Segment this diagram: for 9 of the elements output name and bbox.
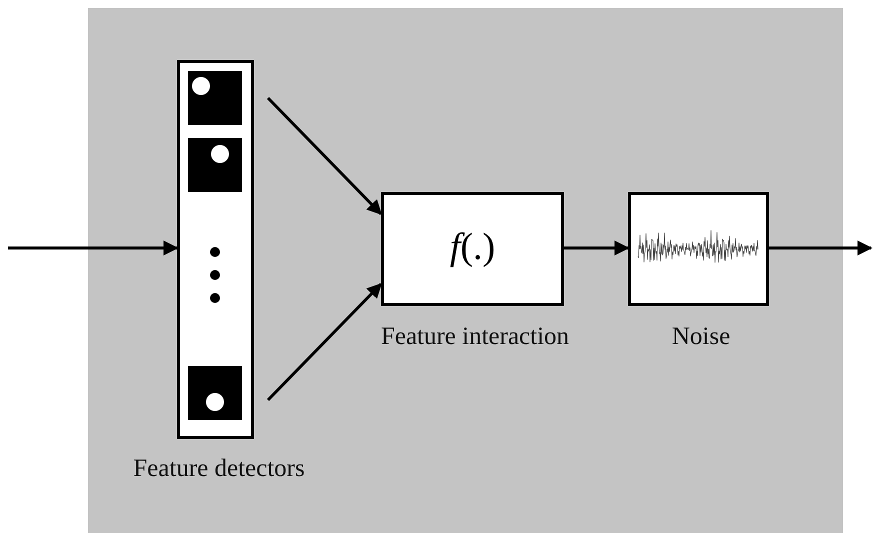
node-caption: Feature interaction [380, 323, 570, 351]
node-caption: Noise [672, 323, 730, 351]
arrow [769, 240, 872, 256]
node-caption: Feature detectors [133, 455, 305, 483]
arrow [8, 240, 178, 256]
arrow [564, 240, 630, 256]
function-formula: f(.) [448, 225, 496, 269]
arrow [266, 282, 382, 402]
arrow [266, 96, 382, 216]
